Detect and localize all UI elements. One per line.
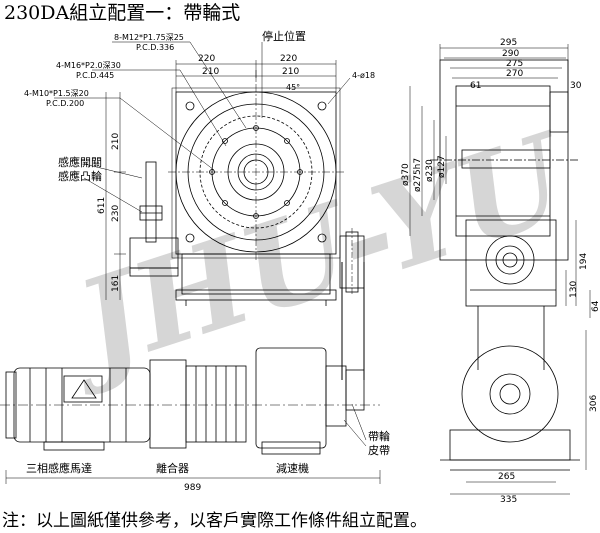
sensor-switch-label: 感應開關 xyxy=(58,155,102,169)
hole-a-callout: 8-M12*P1.75深25 xyxy=(114,33,184,42)
dim-270: 270 xyxy=(506,69,523,79)
dim-290: 290 xyxy=(502,49,519,59)
dim-v-210: 210 xyxy=(111,133,121,150)
hole-b-callout: 4-M16*P2.0深30 xyxy=(56,61,121,70)
drive-train xyxy=(0,262,380,455)
dim-dia-230: ø230 xyxy=(425,159,435,182)
stop-position-label: 停止位置 xyxy=(262,29,306,43)
dim-275: 275 xyxy=(506,59,523,69)
dim-v-230: 230 xyxy=(111,205,121,222)
dim-64: 64 xyxy=(591,300,600,312)
clutch-label: 離合器 xyxy=(156,461,189,475)
dim-194: 194 xyxy=(579,253,589,270)
drive-train-labels: 三相感應馬達 離合器 減速機 帶輪 皮帶 989 xyxy=(26,429,390,493)
side-view-dimension-lines xyxy=(409,44,591,495)
footer-note: 注：以上圖紙僅供參考，以客戶實際工作條件組立配置。 xyxy=(2,511,427,531)
dim-335: 335 xyxy=(500,495,517,505)
hole-b-pcd: P.C.D.445 xyxy=(76,71,114,80)
dim-30: 30 xyxy=(570,81,582,91)
dim-306: 306 xyxy=(589,395,599,412)
dim-61: 61 xyxy=(470,81,481,91)
pulley-label: 帶輪 xyxy=(368,429,390,443)
sensor-cam-label: 感應凸輪 xyxy=(58,169,102,183)
belt-label: 皮帶 xyxy=(368,444,390,457)
angle-label: 45° xyxy=(286,83,300,92)
bolt-holes-callout: 4-ø18 xyxy=(352,71,375,80)
dim-265: 265 xyxy=(498,472,515,482)
hole-a-pcd: P.C.D.336 xyxy=(136,43,174,52)
reducer-label: 減速機 xyxy=(276,461,309,475)
hole-c-pcd: P.C.D.200 xyxy=(46,99,84,108)
dim-130: 130 xyxy=(569,281,579,298)
hole-c-callout: 4-M10*P1.5深20 xyxy=(24,89,89,98)
dim-220-right: 220 xyxy=(280,54,297,64)
front-view-labels: 8-M12*P1.75深25 P.C.D.336 4-M16*P2.0深30 P… xyxy=(24,29,375,292)
dim-v-611: 611 xyxy=(97,197,107,214)
dim-989: 989 xyxy=(184,483,201,493)
bottom-dimension-line xyxy=(5,470,381,484)
motor-label: 三相感應馬達 xyxy=(26,461,92,475)
dim-210-right: 210 xyxy=(282,67,299,77)
dim-210-left: 210 xyxy=(202,67,219,77)
dim-dia-127: ø127 xyxy=(437,155,447,178)
dim-v-161: 161 xyxy=(111,275,121,292)
dim-dia-275: ø275h7 xyxy=(413,158,423,192)
dim-dia-370: ø370 xyxy=(401,163,411,186)
side-view-labels: 295 290 275 270 61 30 ø370 ø275h7 ø230 ø… xyxy=(401,38,600,505)
dim-220-left: 220 xyxy=(198,54,215,64)
front-view-dimension-lines xyxy=(54,41,351,300)
drawing-title: 230DA組立配置一：帶輪式 xyxy=(4,2,241,24)
dim-295: 295 xyxy=(500,38,517,48)
front-view-housing xyxy=(129,70,365,306)
side-view-housing xyxy=(430,59,580,471)
